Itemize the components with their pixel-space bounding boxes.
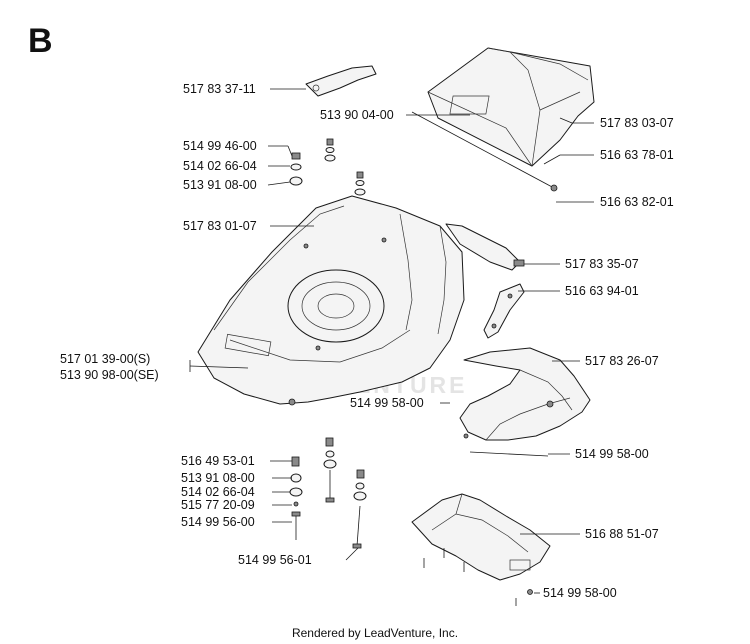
part-label: 514 02 66-04 xyxy=(181,485,255,499)
handle-clip xyxy=(305,65,377,97)
rear-guard xyxy=(459,347,591,441)
part-label: 514 02 66-04 xyxy=(183,159,257,173)
part-label: 517 01 39-00(S) xyxy=(60,352,151,366)
lower-tray xyxy=(411,493,551,606)
leader-lines xyxy=(189,88,594,594)
footer-credit: Rendered by LeadVenture, Inc. xyxy=(291,626,459,640)
grass-bag-cover xyxy=(411,47,595,192)
part-label: 516 63 94-01 xyxy=(565,284,639,298)
bottom-hardware-stack xyxy=(289,437,367,549)
part-label: 513 91 08-00 xyxy=(181,471,255,485)
part-label: 514 99 58-00 xyxy=(543,586,617,600)
mower-deck xyxy=(197,195,465,406)
part-label: 514 99 46-00 xyxy=(183,139,257,153)
part-label: 516 88 51-07 xyxy=(585,527,659,541)
part-label: 515 77 20-09 xyxy=(181,498,255,512)
part-label: 517 83 35-07 xyxy=(565,257,639,271)
part-label: 517 83 01-07 xyxy=(183,219,257,233)
part-label: 517 83 03-07 xyxy=(600,116,674,130)
hinge-bracket xyxy=(483,283,525,339)
part-label: 516 49 53-01 xyxy=(181,454,255,468)
part-label: 513 90 98-00(SE) xyxy=(60,368,159,382)
part-label: 516 63 82-01 xyxy=(600,195,674,209)
part-label: 517 83 26-07 xyxy=(585,354,659,368)
part-label: 516 63 78-01 xyxy=(600,148,674,162)
part-label: 514 99 56-00 xyxy=(181,515,255,529)
part-label: 513 91 08-00 xyxy=(183,178,257,192)
part-label: 514 99 56-01 xyxy=(238,553,312,567)
part-label: 513 90 04-00 xyxy=(320,108,394,122)
part-label: 514 99 58-00 xyxy=(575,447,649,461)
part-label: 514 99 58-00 xyxy=(350,396,424,410)
deflector-plate xyxy=(445,223,525,271)
top-hardware-stack xyxy=(289,138,366,196)
section-letter: B xyxy=(28,22,53,60)
part-label: 517 83 37-11 xyxy=(183,82,256,96)
